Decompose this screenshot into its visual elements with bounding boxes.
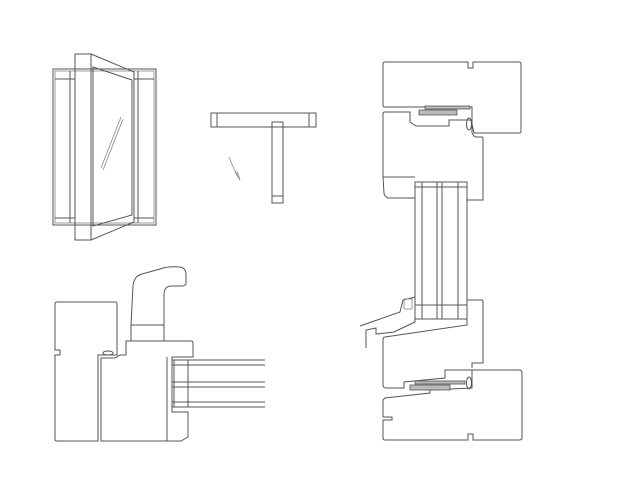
handle-base [130,324,165,342]
handle-icon [130,266,187,326]
head-sash [382,111,484,201]
glass-pane [92,66,133,227]
seal [102,350,114,356]
sill-frame [382,369,523,441]
horizontal-section [54,266,265,442]
window-plan [210,112,317,204]
window-elevation [52,53,157,241]
glazing [414,181,468,320]
glazing-section [172,359,265,408]
sill-sash [467,299,484,368]
jamb-frame [54,301,118,442]
jamb-sash [100,340,194,442]
sash-plan [271,121,284,204]
vertical-section [359,61,523,441]
glass-reflection [100,116,122,169]
head-frame [382,61,522,134]
drip-profile [359,296,416,348]
sash-leaf [90,53,135,241]
sash-stile [74,53,92,241]
swing-arrow-icon [228,156,241,181]
